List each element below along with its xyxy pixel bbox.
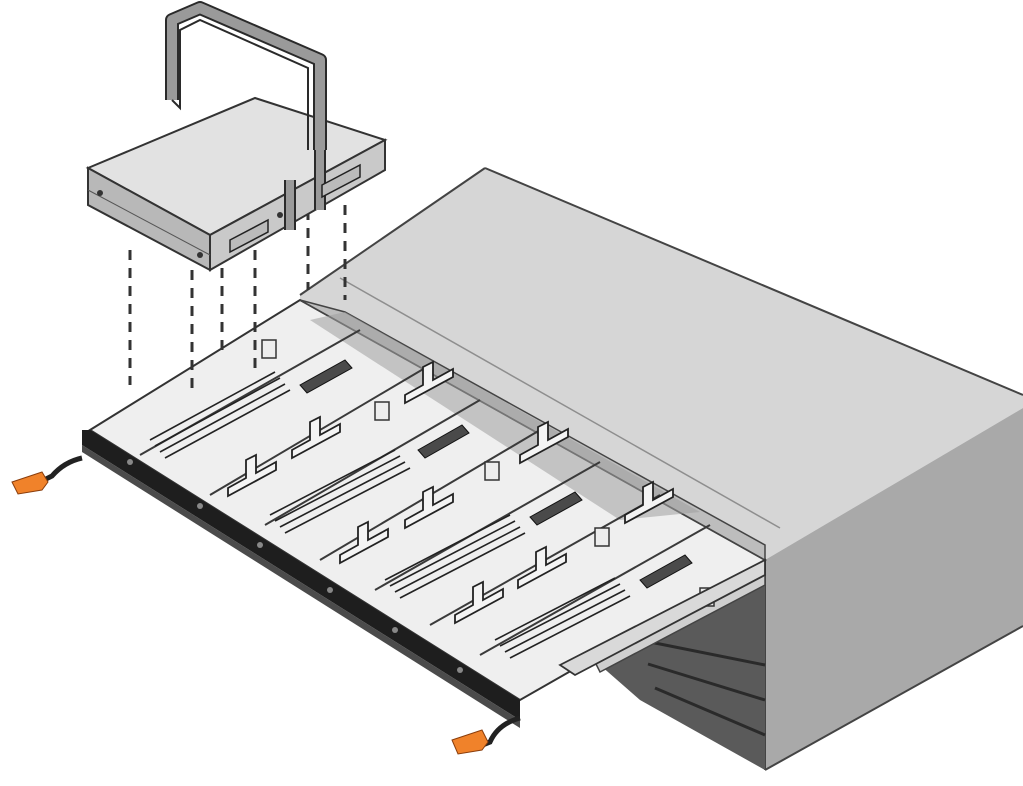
drive-carrier-handle[interactable] [165,1,327,230]
enclosure-slot-lines [639,638,766,737]
drive-drawer [82,298,768,728]
drive-connectors [299,359,693,589]
enclosure-top-left-edge [299,167,486,296]
drive-edge-line [87,189,211,256]
drive-retention-clips [227,360,674,625]
drawer-front-bezel [82,430,520,720]
drive-connector-rails [149,371,631,659]
drawer-front-lip [82,445,520,728]
enclosure-top-edge [484,167,1023,396]
drive-carrier-rails [229,163,361,254]
drawer-side-rail [558,558,766,677]
enclosure-top-face [300,168,1023,560]
enclosure-bottom-edge [764,625,1023,771]
enclosure-side-face [765,408,1023,770]
latch-left-tab[interactable] [11,471,49,495]
alignment-guides [128,205,347,395]
drive-carrier[interactable] [85,1,388,272]
enclosure-seam [339,277,781,529]
drive-screw-holes [97,190,283,258]
drawer-latch-left[interactable] [11,455,83,495]
drawer-inner-shadow [310,312,700,520]
bezel-details [127,459,463,673]
latch-right-tab[interactable] [451,729,489,755]
enclosure-front-slots [600,585,765,770]
drawer-latch-right[interactable] [451,715,521,755]
